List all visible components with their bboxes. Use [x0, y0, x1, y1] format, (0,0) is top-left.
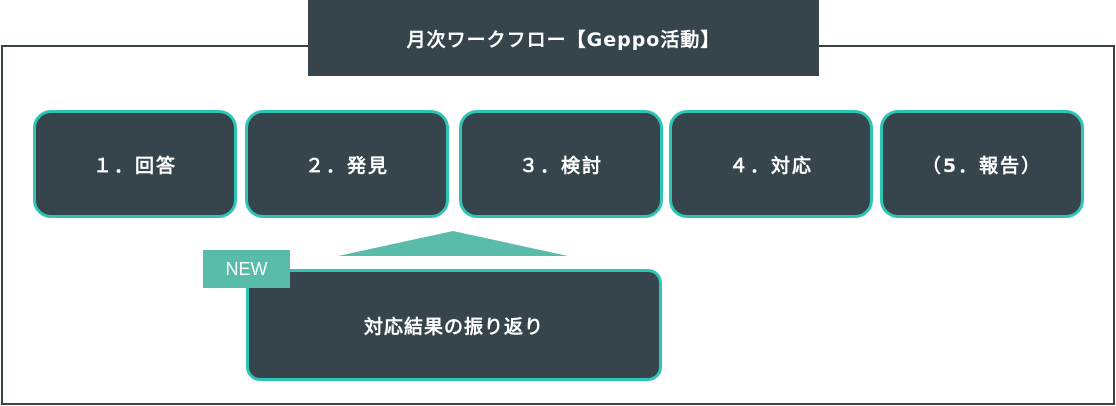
pointer-arrow [338, 231, 568, 256]
workflow-title: 月次ワークフロー【Geppo活動】 [308, 0, 819, 76]
step-answer: １．回答 [33, 110, 237, 218]
step-report: （5．報告） [880, 110, 1084, 218]
step-discovery: ２．発見 [245, 110, 449, 218]
new-badge: NEW [203, 250, 290, 288]
step-response: ４．対応 [669, 110, 873, 218]
step-review: ３．検討 [459, 110, 663, 218]
result-review-box: 対応結果の振り返り [246, 269, 662, 381]
